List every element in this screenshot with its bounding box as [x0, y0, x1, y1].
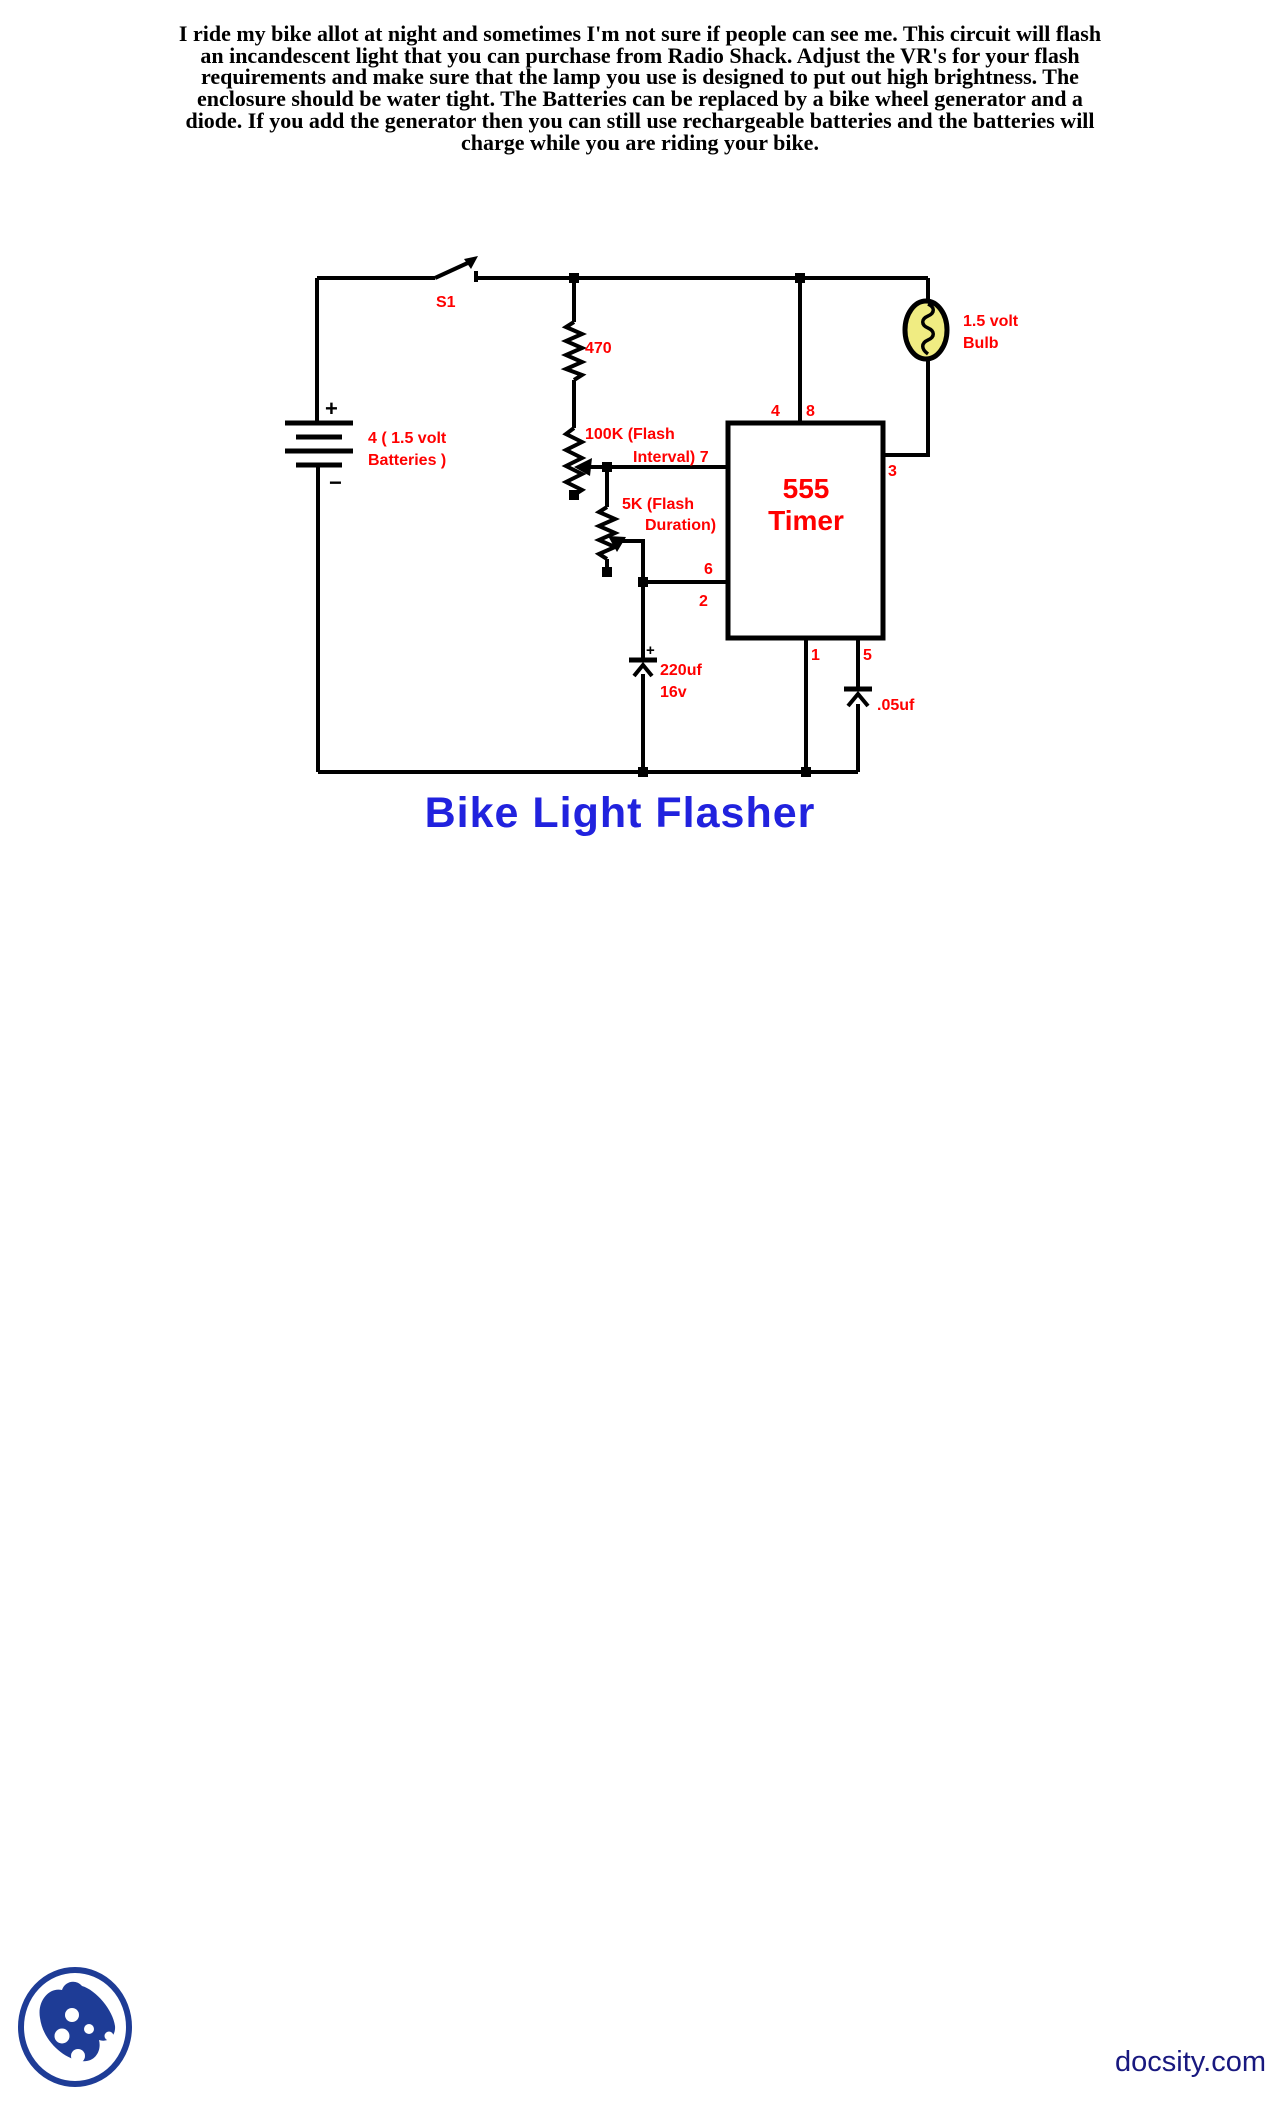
resistor-100k-label-line1: 100K (Flash — [585, 426, 675, 443]
diagram-title: Bike Light Flasher — [424, 789, 816, 837]
resistor-470-label: 470 — [585, 340, 612, 357]
wire-pin3 — [883, 358, 930, 457]
bulb-filament — [921, 302, 935, 356]
pin8-label: 8 — [806, 403, 815, 420]
logo-hole — [84, 2024, 94, 2034]
resistor-5k-zigzag — [594, 505, 620, 561]
timer-label-line1: 555 — [783, 473, 830, 504]
paragraph-line: enclosure should be water tight. The Bat… — [197, 86, 1083, 112]
switch-label: S1 — [436, 294, 456, 311]
switch-blade-arrow — [464, 256, 478, 269]
bulb-label-line2: Bulb — [963, 335, 999, 352]
battery-minus-sign: − — [329, 470, 342, 495]
battery-plus-sign: + — [325, 396, 338, 421]
pin2-label: 2 — [699, 593, 708, 610]
logo-hole — [65, 2008, 79, 2022]
cap05-label: .05uf — [877, 697, 915, 714]
pin3-label: 3 — [888, 463, 897, 480]
docsity-site-label: docsity.com — [1115, 2046, 1266, 2078]
pin5-label: 5 — [863, 647, 872, 664]
cap05-curved-plate — [846, 690, 870, 708]
end-dot-100k — [569, 490, 579, 500]
battery-label-line2: Batteries ) — [368, 452, 446, 469]
logo-circle — [18, 1967, 132, 2087]
timer-555-box — [725, 420, 886, 641]
bulb-label-line1: 1.5 volt — [963, 313, 1019, 330]
cap220-label-line1: 220uf — [660, 662, 702, 679]
bulb-icon — [902, 298, 950, 362]
pot-100k-wiper-arrow — [574, 458, 592, 476]
resistor-5k-label-line2: Duration) — [645, 517, 716, 534]
resistor-100k-zigzag — [561, 426, 587, 497]
junction-bottom-cap220 — [638, 767, 648, 777]
circuit-diagram: S1 + − 4 ( 1.5 volt Batteries ) 470 100K… — [285, 256, 1019, 777]
logo-hole — [71, 2049, 85, 2063]
docsity-logo-icon — [18, 1967, 132, 2087]
wire-5k-wiper — [619, 539, 645, 582]
pin4-label: 4 — [771, 403, 780, 420]
paragraph-line: requirements and make sure that the lamp… — [201, 64, 1079, 90]
resistor-100k-label-line2: Interval) 7 — [633, 449, 709, 466]
paragraph-line: an incandescent light that you can purch… — [200, 42, 1080, 68]
resistor-5k-label-line1: 5K (Flash — [622, 496, 694, 513]
paragraph-line: charge while you are riding your bike. — [461, 129, 819, 155]
timer-label-line2: Timer — [768, 505, 844, 536]
pin6-label: 6 — [704, 561, 713, 578]
paragraph-line: I ride my bike allot at night and someti… — [178, 21, 1102, 46]
battery-label-line1: 4 ( 1.5 volt — [368, 430, 447, 447]
cap220-curved-plate — [632, 661, 654, 678]
end-dot-5k — [602, 567, 612, 577]
cap220-label-line2: 16v — [660, 684, 687, 701]
intro-paragraph: I ride my bike allot at night and someti… — [0, 23, 1280, 153]
paragraph-line: diode. If you add the generator then you… — [185, 107, 1095, 133]
logo-hole — [104, 2031, 114, 2041]
logo-hole — [54, 2028, 70, 2044]
switch-blade — [434, 259, 473, 280]
pin1-label: 1 — [811, 647, 820, 664]
cap220-plus-sign: + — [646, 642, 655, 659]
junction-bottom-pin1 — [801, 767, 811, 777]
resistor-470-zigzag — [560, 320, 587, 382]
